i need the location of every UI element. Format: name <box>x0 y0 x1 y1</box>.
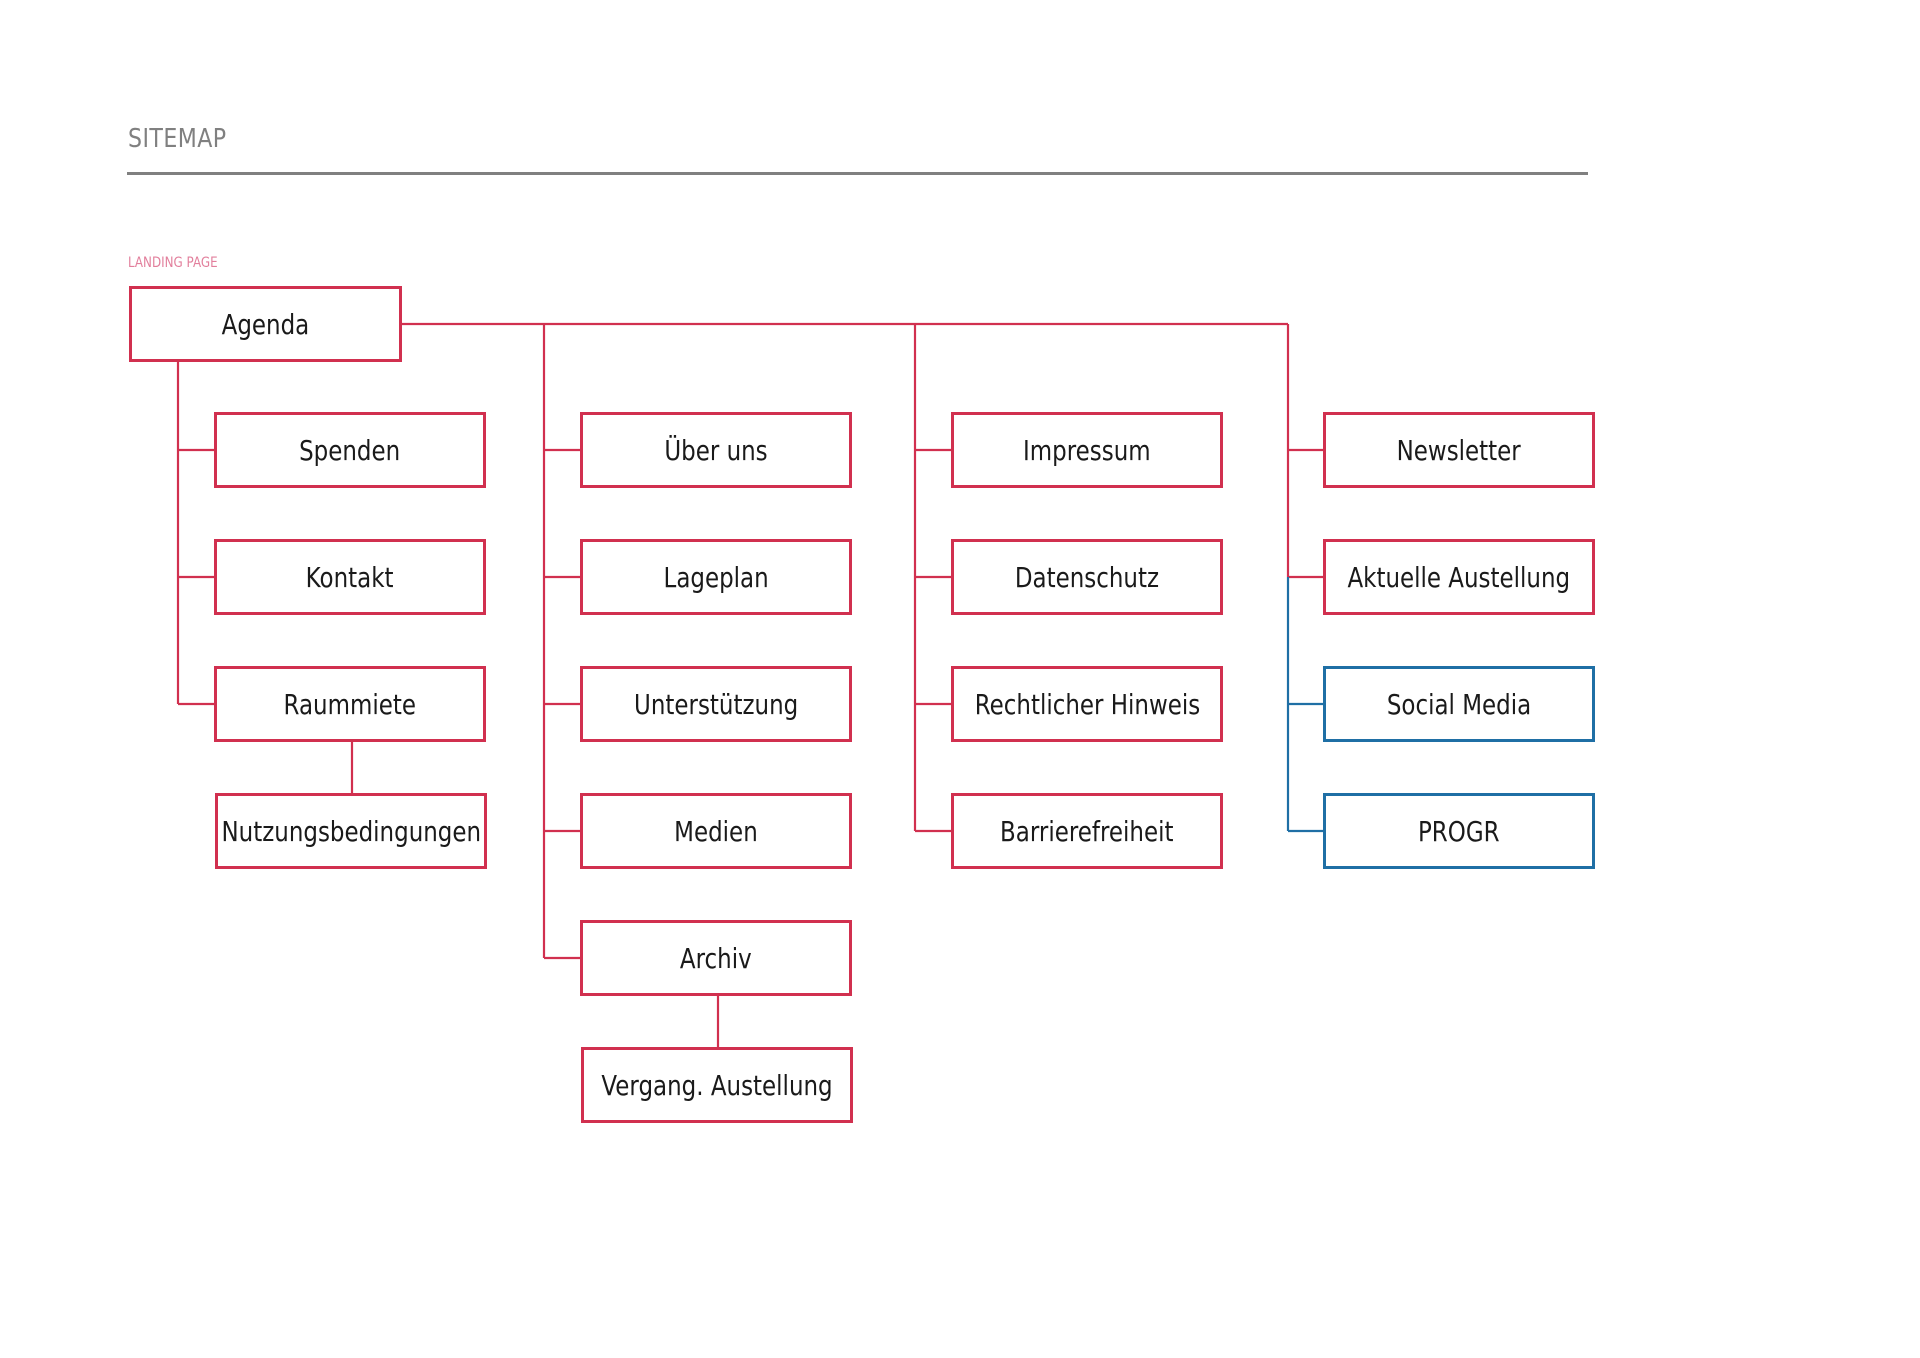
node-label: Medien <box>674 814 758 848</box>
node-label: Impressum <box>1023 433 1151 467</box>
node-lageplan[interactable]: Lageplan <box>580 539 852 615</box>
node-newsletter[interactable]: Newsletter <box>1323 412 1595 488</box>
node-unterstützung[interactable]: Unterstützung <box>580 666 852 742</box>
landing-page-label: LANDING PAGE <box>128 255 218 271</box>
node-label: Unterstützung <box>633 687 799 721</box>
node-raummiete[interactable]: Raummiete <box>214 666 486 742</box>
node-label: Vergang. Austellung <box>601 1068 833 1102</box>
node-label: Newsletter <box>1396 433 1522 467</box>
node-label: Social Media <box>1386 687 1532 721</box>
node-label: Lageplan <box>663 560 769 594</box>
node-medien[interactable]: Medien <box>580 793 852 869</box>
node-progr[interactable]: PROGR <box>1323 793 1595 869</box>
node-label: Archiv <box>680 941 752 975</box>
node-social-media[interactable]: Social Media <box>1323 666 1595 742</box>
node-spenden[interactable]: Spenden <box>214 412 486 488</box>
node-label: Spenden <box>299 433 401 467</box>
node-nutzungsbedingungen[interactable]: Nutzungsbedingungen <box>215 793 487 869</box>
node-label: Über uns <box>664 433 768 467</box>
node-datenschutz[interactable]: Datenschutz <box>951 539 1223 615</box>
node-über-uns[interactable]: Über uns <box>580 412 852 488</box>
node-impressum[interactable]: Impressum <box>951 412 1223 488</box>
node-label: Nutzungsbedingungen <box>221 814 481 848</box>
node-label: Datenschutz <box>1014 560 1160 594</box>
node-label: Rechtlicher Hinweis <box>974 687 1200 721</box>
node-vergang-austellung[interactable]: Vergang. Austellung <box>581 1047 853 1123</box>
node-archiv[interactable]: Archiv <box>580 920 852 996</box>
node-agenda[interactable]: Agenda <box>129 286 402 362</box>
page-title: SITEMAP <box>128 124 227 154</box>
node-label: Barrierefreiheit <box>1000 814 1174 848</box>
node-rechtlicher-hinweis[interactable]: Rechtlicher Hinweis <box>951 666 1223 742</box>
node-label: Kontakt <box>306 560 394 594</box>
node-label: Aktuelle Austellung <box>1347 560 1571 594</box>
node-kontakt[interactable]: Kontakt <box>214 539 486 615</box>
node-label: Agenda <box>221 307 310 341</box>
node-label: PROGR <box>1418 814 1500 848</box>
node-aktuelle-austellung[interactable]: Aktuelle Austellung <box>1323 539 1595 615</box>
title-divider <box>127 172 1588 175</box>
node-label: Raummiete <box>283 687 417 721</box>
node-barrierefreiheit[interactable]: Barrierefreiheit <box>951 793 1223 869</box>
